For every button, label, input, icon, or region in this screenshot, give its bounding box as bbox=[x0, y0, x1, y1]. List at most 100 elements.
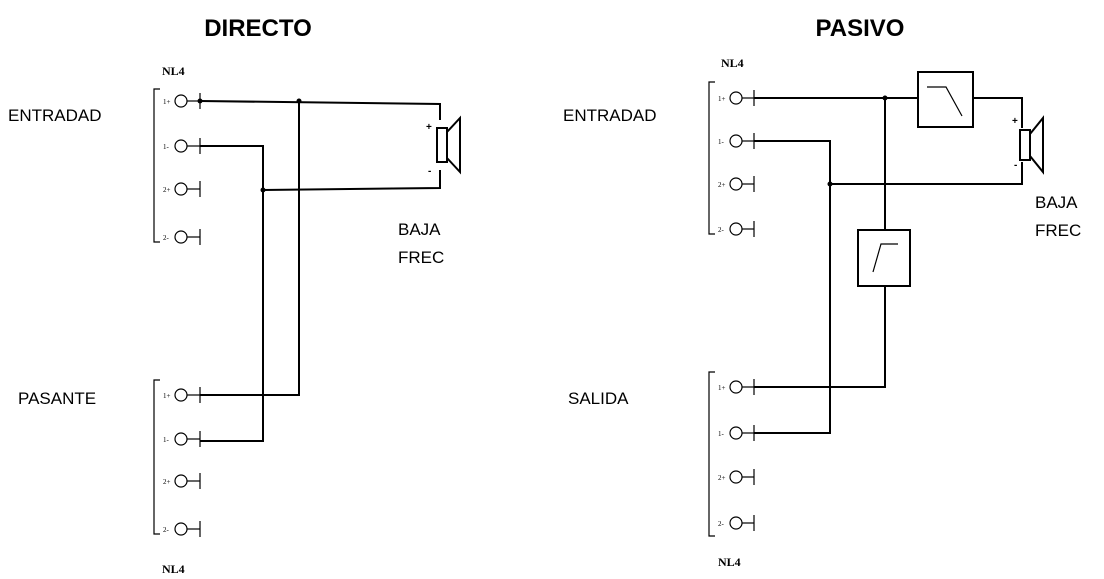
connector-pin: 2+ bbox=[718, 469, 755, 485]
filter-box bbox=[857, 229, 911, 287]
wire-negative-through bbox=[200, 145, 264, 442]
pin-label: 1+ bbox=[163, 392, 171, 400]
pin-label: 2+ bbox=[163, 186, 171, 194]
pasivo-speaker-icon: + - bbox=[1012, 115, 1044, 175]
directo-input-label: ENTRADAD bbox=[8, 106, 102, 125]
connector-bracket bbox=[153, 88, 160, 243]
pin-terminal bbox=[729, 470, 743, 484]
speaker-positive: + bbox=[426, 122, 432, 133]
speaker-cone bbox=[446, 115, 461, 175]
connector-pin: 1+ bbox=[163, 93, 201, 109]
connector-pin: 1- bbox=[718, 425, 755, 441]
pin-terminal bbox=[174, 230, 188, 244]
connector-pin: 1+ bbox=[163, 387, 201, 403]
pin-label: 1- bbox=[163, 143, 170, 151]
directo-title: DIRECTO bbox=[204, 15, 312, 42]
connector-pin: 2+ bbox=[163, 473, 201, 489]
pasivo-speaker-label-1: BAJA bbox=[1035, 193, 1078, 212]
connector-bracket bbox=[708, 371, 715, 537]
pin-terminal bbox=[174, 388, 188, 402]
pin-label: 2- bbox=[718, 226, 725, 234]
pin-terminal bbox=[174, 182, 188, 196]
highpass-filter-icon bbox=[857, 229, 911, 287]
connector-pin: 1- bbox=[718, 133, 755, 149]
pin-terminal bbox=[729, 516, 743, 530]
directo-through-connector: 1+ 1- 2+ 2- N bbox=[153, 379, 201, 576]
lowpass-filter-icon bbox=[917, 71, 974, 128]
connector-name: NL4 bbox=[718, 555, 741, 569]
pasivo-panel: PASIVO ENTRADAD SALIDA NL4 1+ 1- 2+ bbox=[563, 15, 1081, 569]
junction-dot bbox=[827, 181, 833, 187]
speaker-negative: - bbox=[1014, 160, 1017, 171]
pin-terminal bbox=[174, 474, 188, 488]
pin-label: 1- bbox=[163, 436, 170, 444]
pin-terminal bbox=[729, 380, 743, 394]
pasivo-output-label: SALIDA bbox=[568, 389, 629, 408]
pin-label: 2- bbox=[163, 526, 170, 534]
wire-lowpass-out bbox=[973, 97, 1023, 128]
connector-name: NL4 bbox=[162, 562, 185, 576]
pin-terminal bbox=[729, 91, 743, 105]
pin-terminal bbox=[729, 177, 743, 191]
junction-dot bbox=[882, 95, 888, 101]
connector-pin: 2- bbox=[718, 221, 755, 237]
connector-pin: 1+ bbox=[718, 379, 755, 395]
pasivo-speaker-label-2: FREC bbox=[1035, 221, 1081, 240]
connector-bracket bbox=[153, 379, 160, 535]
pin-terminal bbox=[729, 134, 743, 148]
wire-positive bbox=[199, 100, 441, 120]
pin-terminal bbox=[729, 222, 743, 236]
connector-pin: 1- bbox=[163, 138, 201, 154]
speaker-cone bbox=[1029, 115, 1044, 175]
directo-speaker-label-1: BAJA bbox=[398, 220, 441, 239]
connector-pin: 2- bbox=[718, 515, 755, 531]
connector-pin: 2- bbox=[163, 521, 201, 537]
pin-terminal bbox=[174, 94, 188, 108]
pin-terminal bbox=[729, 426, 743, 440]
directo-panel: DIRECTO ENTRADAD PASANTE NL4 1+ 1- 2+ bbox=[8, 15, 461, 576]
connector-pin: 2- bbox=[163, 229, 201, 245]
wire-highpass-out bbox=[754, 286, 886, 388]
pasivo-input-connector: NL4 1+ 1- 2+ 2- bbox=[708, 56, 755, 237]
speaker-magnet bbox=[1019, 129, 1031, 161]
pin-terminal bbox=[174, 139, 188, 153]
pin-label: 2+ bbox=[163, 478, 171, 486]
pasivo-wires bbox=[754, 95, 1023, 434]
wire-positive-through bbox=[200, 101, 300, 396]
pin-terminal bbox=[174, 432, 188, 446]
pin-label: 1- bbox=[718, 430, 725, 438]
connector-name: NL4 bbox=[162, 64, 185, 78]
pasivo-input-label: ENTRADAD bbox=[563, 106, 657, 125]
filter-curve bbox=[927, 86, 963, 117]
pin-terminal bbox=[174, 522, 188, 536]
connector-pin: 2+ bbox=[718, 176, 755, 192]
pin-label: 2- bbox=[718, 520, 725, 528]
speaker-positive: + bbox=[1012, 116, 1018, 127]
directo-wires bbox=[197, 98, 441, 442]
directo-speaker-label-2: FREC bbox=[398, 248, 444, 267]
connector-pin: 2+ bbox=[163, 181, 201, 197]
wire-negative-through bbox=[754, 140, 831, 434]
filter-box bbox=[917, 71, 974, 128]
pasivo-title: PASIVO bbox=[816, 15, 905, 42]
directo-through-label: PASANTE bbox=[18, 389, 96, 408]
pin-label: 1+ bbox=[718, 95, 726, 103]
directo-input-connector: NL4 1+ 1- 2+ 2- bbox=[153, 64, 201, 245]
pin-label: 2- bbox=[163, 234, 170, 242]
connector-name: NL4 bbox=[721, 56, 744, 70]
wire-negative-speaker bbox=[830, 162, 1023, 185]
pin-label: 1- bbox=[718, 138, 725, 146]
connector-pin: 1- bbox=[163, 431, 201, 447]
directo-speaker-icon: + - bbox=[426, 115, 461, 177]
speaker-magnet bbox=[436, 127, 448, 163]
wire-negative-speaker bbox=[262, 170, 441, 191]
filter-curve bbox=[872, 243, 898, 273]
junction-dot bbox=[197, 98, 203, 104]
pin-label: 2+ bbox=[718, 181, 726, 189]
junction-dot bbox=[296, 98, 302, 104]
connector-pin: 1+ bbox=[718, 90, 755, 106]
pasivo-output-connector: 1+ 1- 2+ 2- N bbox=[708, 371, 755, 569]
junction-dot bbox=[260, 187, 266, 193]
speaker-negative: - bbox=[428, 166, 431, 177]
